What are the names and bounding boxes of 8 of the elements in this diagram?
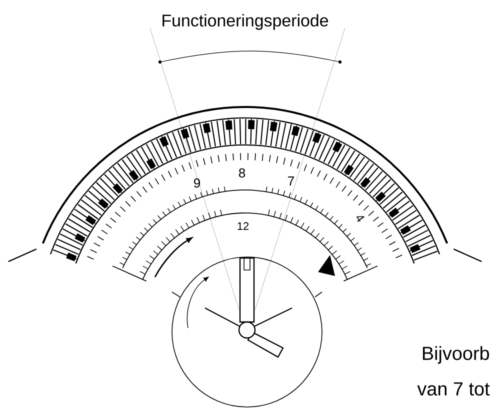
title: Functioneringsperiode (162, 14, 328, 30)
scale-number: 9 (194, 178, 200, 188)
scale-number: 12 (238, 222, 249, 230)
example-text: Bijvoorb (422, 346, 489, 364)
scale-number: 8 (238, 168, 246, 178)
scale-number: 4 (356, 216, 364, 222)
scale-number: 7 (288, 176, 294, 186)
example-text: van 7 tot (417, 382, 490, 396)
